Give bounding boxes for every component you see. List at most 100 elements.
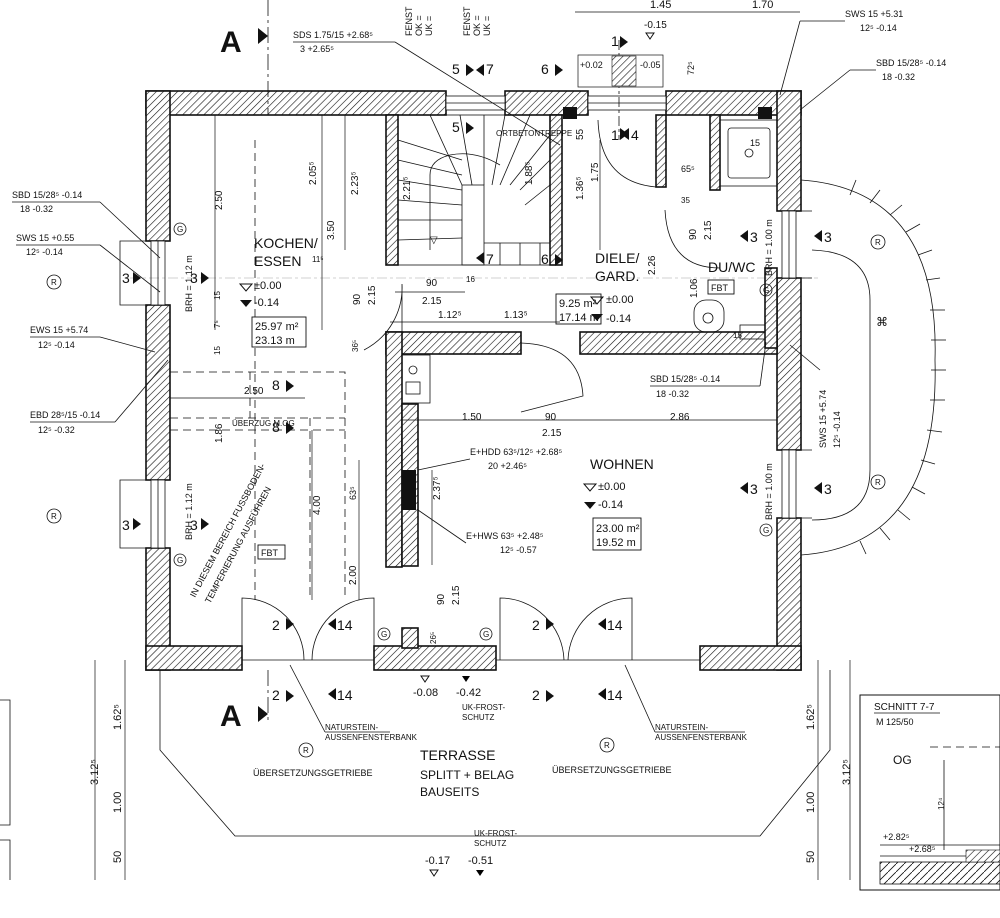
svg-text:2.15: 2.15 [542, 428, 562, 439]
svg-text:1.00: 1.00 [112, 792, 124, 813]
svg-text:14: 14 [337, 617, 353, 633]
svg-text:14: 14 [607, 687, 623, 703]
svg-text:E+HWS 63⁵ +2.48⁵: E+HWS 63⁵ +2.48⁵ [466, 531, 544, 541]
svg-text:12⁵ -0.14: 12⁵ -0.14 [860, 23, 897, 33]
svg-text:1.50: 1.50 [462, 412, 482, 423]
svg-text:WOHNEN: WOHNEN [590, 456, 654, 472]
svg-text:2: 2 [272, 687, 280, 703]
svg-text:TERRASSE: TERRASSE [420, 747, 495, 763]
svg-text:1.06: 1.06 [689, 278, 700, 298]
svg-text:BAUSEITS: BAUSEITS [420, 785, 479, 799]
room-duwc: DU/WC [708, 259, 755, 275]
svg-text:36⁵: 36⁵ [351, 340, 360, 352]
svg-text:+0.02: +0.02 [580, 60, 603, 70]
fixture-symbols: G G G G G G R R R R R R ⌘ [46, 222, 888, 758]
svg-text:3 +2.65⁵: 3 +2.65⁵ [300, 44, 334, 54]
svg-text:SWS 15 +5.74: SWS 15 +5.74 [818, 390, 828, 448]
svg-text:R: R [604, 741, 610, 750]
svg-text:18 -0.32: 18 -0.32 [656, 389, 689, 399]
svg-text:2.50: 2.50 [244, 386, 264, 397]
svg-text:FENST: FENST [462, 6, 472, 36]
kitchen-units [401, 354, 431, 510]
svg-text:1.88⁵: 1.88⁵ [524, 161, 535, 185]
svg-text:50: 50 [805, 851, 817, 863]
svg-text:FENST: FENST [404, 6, 414, 36]
svg-text:72⁵: 72⁵ [686, 61, 696, 75]
svg-text:5: 5 [452, 119, 460, 135]
svg-text:SCHUTZ: SCHUTZ [462, 713, 495, 722]
room-diele: DIELE/ GARD. 9.25 m² 17.14 m ±0.00 -0.14 [555, 250, 639, 325]
svg-text:DIELE/: DIELE/ [595, 250, 639, 266]
section-refs: 5 7 6 5 7 6 1 1 4 4 8 8 2 2 14 14 2 2 14… [122, 33, 832, 703]
terrace-outline [159, 179, 946, 837]
room-wohnen: WOHNEN ±0.00 -0.14 23.00 m² 19.52 m [590, 456, 654, 551]
svg-text:KOCHEN/: KOCHEN/ [254, 235, 318, 251]
svg-text:SBD 15/28⁵ -0.14: SBD 15/28⁵ -0.14 [876, 58, 946, 68]
svg-text:M 125/50: M 125/50 [876, 717, 914, 727]
svg-text:UK =: UK = [482, 16, 492, 36]
svg-text:1.86: 1.86 [214, 423, 225, 443]
svg-text:▽: ▽ [430, 235, 438, 246]
svg-text:2.05⁵: 2.05⁵ [308, 161, 319, 185]
svg-text:18 -0.32: 18 -0.32 [20, 204, 53, 214]
svg-text:2.15: 2.15 [703, 220, 714, 240]
svg-text:ESSEN: ESSEN [254, 253, 301, 269]
svg-text:2: 2 [532, 617, 540, 633]
svg-text:1.13⁵: 1.13⁵ [504, 310, 528, 321]
svg-text:2.15: 2.15 [422, 296, 442, 307]
svg-text:2.50: 2.50 [214, 190, 225, 210]
svg-text:1: 1 [611, 127, 619, 143]
svg-text:±0.00: ±0.00 [606, 294, 633, 306]
svg-text:2.23⁵: 2.23⁵ [350, 171, 361, 195]
svg-text:FBT: FBT [261, 548, 279, 558]
svg-text:3: 3 [122, 270, 130, 286]
svg-text:15: 15 [213, 291, 222, 300]
svg-text:7: 7 [486, 251, 494, 267]
svg-text:SBD 15/28⁵ -0.14: SBD 15/28⁵ -0.14 [650, 374, 720, 384]
svg-text:G: G [763, 526, 769, 535]
svg-text:6: 6 [541, 251, 549, 267]
svg-text:⌘: ⌘ [876, 315, 888, 329]
svg-text:NATURSTEIN-: NATURSTEIN- [655, 723, 709, 732]
svg-text:SCHNITT 7-7: SCHNITT 7-7 [874, 702, 935, 713]
svg-text:90: 90 [426, 278, 438, 289]
svg-text:G: G [381, 630, 387, 639]
svg-text:BRH = 1.12 m: BRH = 1.12 m [184, 255, 194, 312]
svg-text:90: 90 [688, 228, 699, 240]
svg-text:14: 14 [607, 617, 623, 633]
svg-text:23.13 m: 23.13 m [255, 335, 295, 347]
svg-text:14: 14 [337, 687, 353, 703]
svg-text:+2.82⁵: +2.82⁵ [883, 832, 910, 842]
svg-text:1.12⁵: 1.12⁵ [438, 310, 462, 321]
svg-text:G: G [763, 286, 769, 295]
door-swings [241, 119, 721, 661]
stair-label: ORTBETONTREPPE [496, 129, 572, 138]
svg-text:-0.51: -0.51 [468, 855, 493, 867]
svg-text:1.36⁵: 1.36⁵ [575, 176, 586, 200]
svg-text:R: R [51, 278, 57, 287]
svg-text:3: 3 [190, 517, 198, 533]
windows [119, 95, 812, 661]
dimensions: 1.45 1.70 -0.15 +0.02 -0.05 72⁵ 2.50 2.0… [89, 0, 853, 880]
svg-text:2.86: 2.86 [670, 412, 690, 423]
svg-text:11⁵: 11⁵ [312, 255, 324, 264]
svg-text:16: 16 [466, 275, 475, 284]
svg-text:GARD.: GARD. [595, 268, 639, 284]
area-terrasse: TERRASSE SPLITT + BELAG BAUSEITS [420, 747, 514, 799]
section-lines [130, 0, 818, 720]
svg-text:26⁵: 26⁵ [429, 632, 438, 644]
dashed-lines [170, 140, 346, 600]
svg-text:63⁵: 63⁵ [348, 486, 358, 500]
svg-text:A: A [220, 26, 242, 59]
svg-text:UK =: UK = [424, 16, 434, 36]
svg-text:12⁵ -0.14: 12⁵ -0.14 [832, 411, 842, 448]
svg-text:-0.15: -0.15 [644, 20, 667, 31]
svg-text:3: 3 [750, 229, 758, 245]
svg-text:G: G [483, 630, 489, 639]
svg-text:SBD 15/28⁵ -0.14: SBD 15/28⁵ -0.14 [12, 190, 82, 200]
svg-text:ÜBERSETZUNGSGETRIEBE: ÜBERSETZUNGSGETRIEBE [253, 768, 373, 778]
svg-text:2: 2 [532, 687, 540, 703]
svg-text:23.00 m²: 23.00 m² [596, 523, 640, 535]
svg-text:1.70: 1.70 [752, 0, 773, 11]
svg-text:25.97 m²: 25.97 m² [255, 321, 299, 333]
